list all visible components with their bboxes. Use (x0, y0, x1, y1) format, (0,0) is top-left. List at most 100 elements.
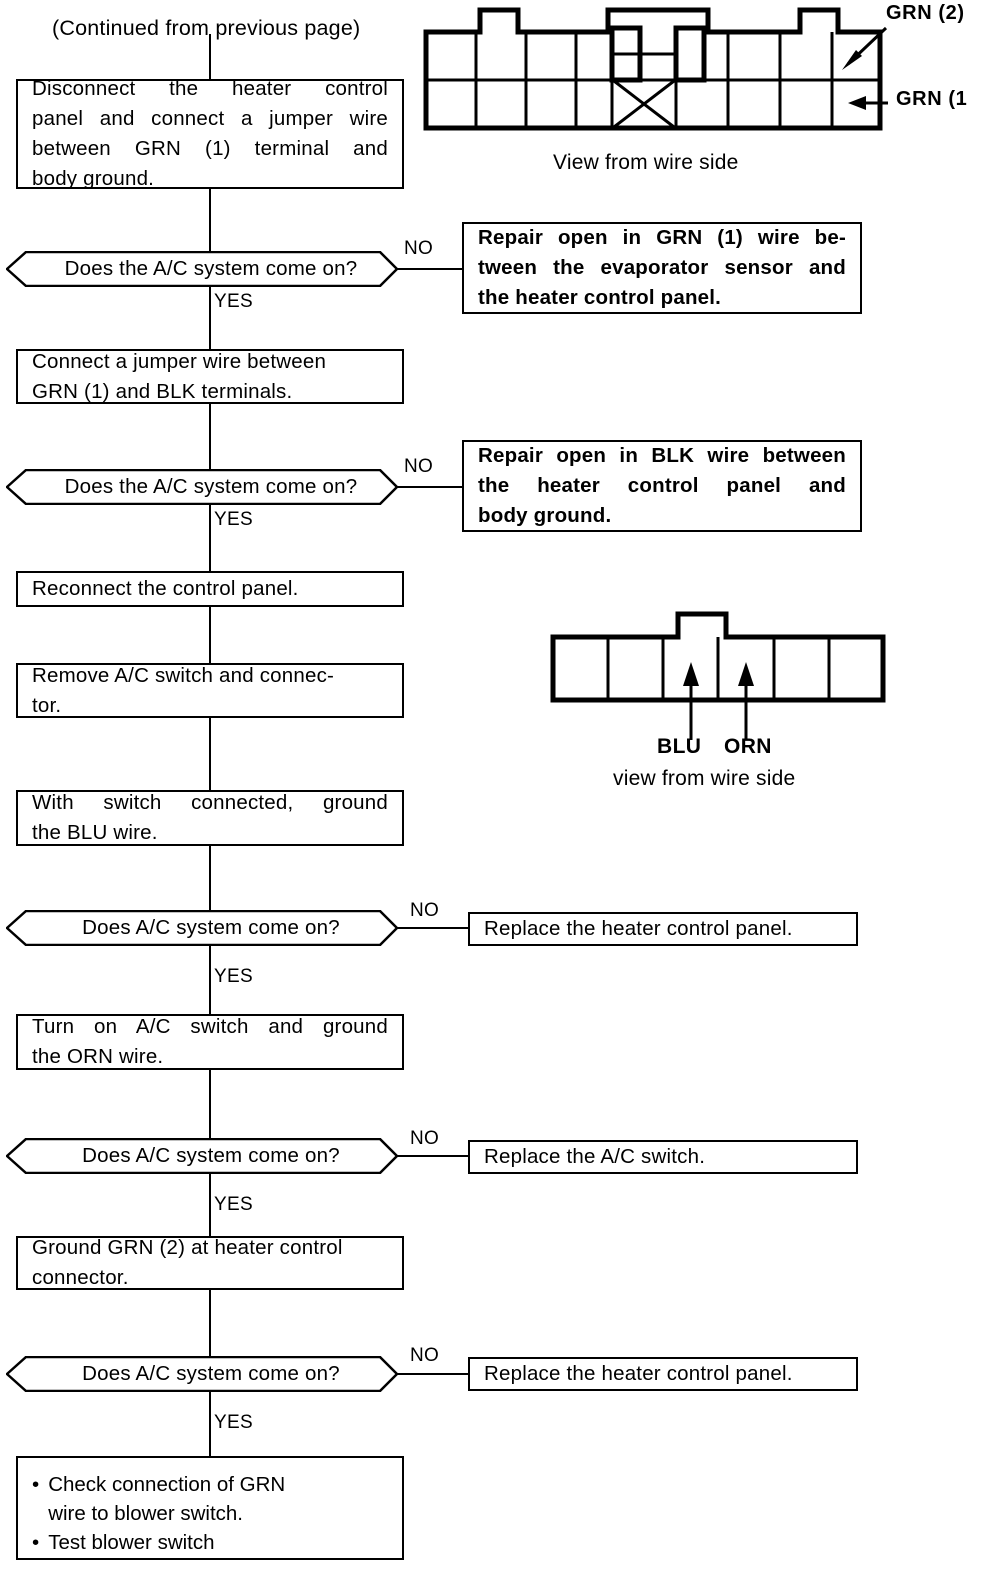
decision-label: Does A/C system come on? (82, 1144, 340, 1167)
outcome-line: tween the evaporator sensor and (478, 256, 846, 279)
checklist-text: Check connection of GRN wire to blower s… (48, 1470, 285, 1528)
continued-from-previous-page-note: (Continued from previous page) (52, 16, 361, 40)
no-flag-3: NO (410, 900, 440, 921)
outcome-box-replace-heater-control-panel-2: Replace the heater control panel. (468, 1357, 858, 1391)
process-box-remove-ac-switch-connector: Remove A/C switch and connec- tor. (16, 663, 404, 718)
process-box-ground-blu-wire: With switch connected, ground the BLU wi… (16, 790, 404, 846)
process-line: panel and connect a jumper wire (32, 107, 388, 130)
outcome-line: Repair open in BLK wire between (478, 444, 846, 467)
flow-line-4 (209, 503, 211, 571)
process-box-connect-jumper-grn1-blk: Connect a jumper wire between GRN (1) an… (16, 349, 404, 404)
bullet-marker: • (32, 1531, 40, 1554)
bullet-marker: • (32, 1473, 40, 1496)
process-line: With switch connected, ground (32, 791, 388, 814)
outcome-line: the heater control panel and (478, 474, 846, 497)
blocked-cell-x-mark (613, 79, 675, 129)
no-flag-1: NO (404, 238, 434, 259)
outcome-line: Replace the heater control panel. (484, 1362, 793, 1385)
process-line: tor. (32, 693, 62, 717)
outcome-box-repair-grn1-wire: Repair open in GRN (1) wire be- tween th… (462, 222, 862, 314)
final-checklist-box: • Check connection of GRN wire to blower… (16, 1456, 404, 1560)
grn1-pointer-arrow (848, 96, 888, 110)
flow-line-11 (209, 1290, 211, 1358)
no-branch-line-5 (396, 1373, 468, 1375)
flow-line-6 (209, 718, 211, 790)
outcome-box-replace-ac-switch: Replace the A/C switch. (468, 1140, 858, 1174)
decision-does-ac-system-come-on-2: Does the A/C system come on? (6, 469, 398, 505)
flow-line-3 (209, 404, 211, 470)
decision-label: Does the A/C system come on? (64, 257, 358, 280)
no-branch-line-1 (396, 268, 462, 270)
decision-does-ac-system-come-on-4: Does A/C system come on? (6, 1138, 398, 1174)
no-branch-line-2 (396, 486, 462, 488)
no-flag-5: NO (410, 1345, 440, 1366)
flow-line-1 (209, 188, 211, 254)
connector-top-caption: View from wire side (553, 151, 739, 174)
orn-pin-label: ORN (724, 735, 772, 758)
decision-label: Does the A/C system come on? (64, 475, 358, 498)
checklist-item: • Test blower switch (18, 1528, 402, 1557)
yes-flag-2: YES (214, 509, 253, 530)
process-line: connector. (32, 1266, 129, 1289)
outcome-line: Replace the heater control panel. (484, 917, 793, 940)
yes-flag-3: YES (214, 966, 253, 987)
outcome-line: Repair open in GRN (1) wire be- (478, 226, 846, 249)
no-branch-line-3 (396, 927, 468, 929)
heater-control-connector-svg (423, 7, 888, 131)
decision-does-ac-system-come-on-5: Does A/C system come on? (6, 1356, 398, 1392)
blu-pointer-arrow (683, 662, 699, 740)
checklist-line: wire to blower switch. (48, 1502, 243, 1525)
process-line: GRN (1) and BLK terminals. (32, 379, 293, 403)
flow-line-5 (209, 607, 211, 663)
outcome-line: Replace the A/C switch. (484, 1145, 706, 1168)
flow-line-12 (209, 1392, 211, 1456)
connector-mid-caption: view from wire side (613, 767, 796, 790)
blu-pin-label: BLU (657, 735, 702, 758)
decision-outline (6, 1138, 398, 1174)
yes-flag-5: YES (214, 1412, 253, 1433)
process-line: Disconnect the heater control (32, 77, 388, 100)
outcome-line: the heater control panel. (478, 286, 722, 309)
checklist-line: Test blower switch (48, 1531, 215, 1554)
decision-outline (6, 251, 398, 287)
process-line: Reconnect the control panel. (32, 577, 299, 600)
no-flag-4: NO (410, 1128, 440, 1149)
process-box-disconnect-heater-control-panel: Disconnect the heater control panel and … (16, 77, 404, 190)
outcome-box-replace-heater-control-panel-1: Replace the heater control panel. (468, 912, 858, 946)
process-line: Ground GRN (2) at heater control (32, 1236, 343, 1259)
flow-line-entry (209, 34, 211, 80)
process-line: Remove A/C switch and connec- (32, 663, 335, 687)
process-line: Connect a jumper wire between (32, 349, 327, 373)
orn-pointer-arrow (738, 662, 754, 740)
flow-line-8 (209, 946, 211, 1014)
decision-outline (6, 910, 398, 946)
decision-outline (6, 469, 398, 505)
decision-does-ac-system-come-on-3: Does A/C system come on? (6, 910, 398, 946)
no-branch-line-4 (396, 1155, 468, 1157)
grn1-terminal-label: GRN (1 (896, 88, 968, 110)
process-line: Turn on A/C switch and ground (32, 1015, 388, 1038)
decision-outline (6, 1356, 398, 1392)
flow-line-9 (209, 1070, 211, 1138)
process-line: between GRN (1) terminal and (32, 137, 388, 160)
ac-switch-connector-svg (550, 611, 886, 740)
grn2-terminal-label: GRN (2) (886, 2, 965, 24)
checklist-line: Check connection of GRN (48, 1473, 286, 1496)
flow-line-2 (209, 285, 211, 349)
outcome-line: body ground. (478, 504, 612, 527)
flow-line-10 (209, 1174, 211, 1236)
yes-flag-4: YES (214, 1194, 253, 1215)
process-box-ground-grn2-at-heater-control-connector: Ground GRN (2) at heater control connect… (16, 1236, 404, 1290)
flow-line-7 (209, 846, 211, 910)
checklist-item: • Check connection of GRN wire to blower… (18, 1470, 402, 1528)
process-line: the BLU wire. (32, 821, 158, 844)
yes-flag-1: YES (214, 291, 253, 312)
decision-does-ac-system-come-on-1: Does the A/C system come on? (6, 251, 398, 287)
decision-label: Does A/C system come on? (82, 1362, 340, 1385)
decision-label: Does A/C system come on? (82, 916, 340, 939)
outcome-box-repair-blk-wire: Repair open in BLK wire between the heat… (462, 440, 862, 532)
process-box-turn-on-ac-switch-ground-orn: Turn on A/C switch and ground the ORN wi… (16, 1014, 404, 1070)
process-line: body ground. (32, 167, 155, 190)
heater-control-connector-diagram (418, 2, 888, 137)
